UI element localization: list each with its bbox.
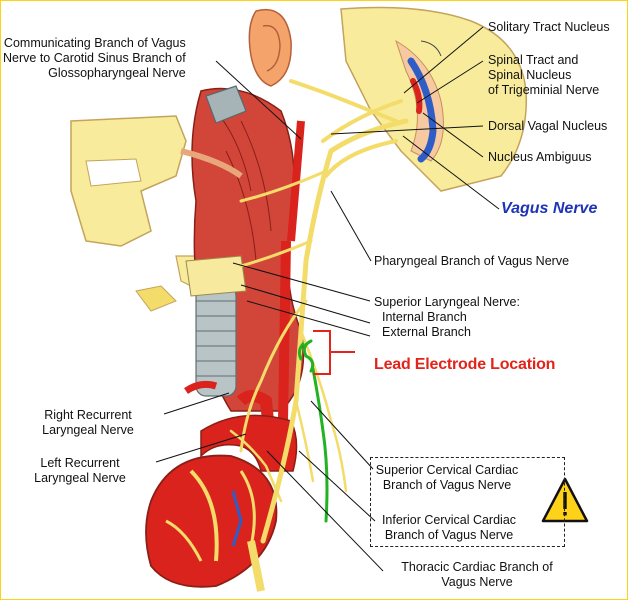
lead-electrode-bracket (313, 330, 355, 375)
pharyngeal-branch-label: Pharyngeal Branch of Vagus Nerve (374, 254, 570, 268)
dorsal-vagal-label: Dorsal Vagal Nucleus (488, 119, 608, 133)
trachea (185, 255, 247, 397)
right-recurrent-label: Right Recurrent Laryngeal Nerve (42, 408, 134, 437)
spinal-tract-label: Spinal Tract and Spinal Nucleus of Trige… (488, 53, 600, 97)
vagus-nerve-trunks (229, 79, 409, 544)
solitary-tract-label: Solitary Tract Nucleus (488, 20, 610, 34)
left-recurrent-label: Left Recurrent Laryngeal Nerve (34, 456, 126, 485)
vagus-nerve-label: Vagus Nerve (501, 200, 598, 217)
cardiac-branches-warning-box (370, 457, 565, 547)
lead-electrode-label: Lead Electrode Location (374, 356, 556, 373)
ear (248, 8, 292, 87)
superior-laryngeal-label: Superior Laryngeal Nerve: Internal Branc… (374, 295, 520, 339)
heart (145, 454, 278, 592)
inferior-cervical-cardiac-label: Inferior Cervical Cardiac Branch of Vagu… (381, 513, 517, 542)
communicating-branch-label: Communicating Branch of Vagus Nerve to C… (3, 36, 186, 80)
warning-triangle-icon (541, 477, 589, 523)
thoracic-cardiac-label: Thoracic Cardiac Branch of Vagus Nerve (401, 560, 553, 589)
leader-lines (155, 26, 500, 572)
lead-electrode-wire (297, 339, 329, 523)
superior-cervical-cardiac-label: Superior Cervical Cardiac Branch of Vagu… (375, 463, 519, 492)
pharynx-cylinder (205, 85, 247, 124)
nucleus-ambiguus-label: Nucleus Ambiguus (488, 150, 592, 164)
